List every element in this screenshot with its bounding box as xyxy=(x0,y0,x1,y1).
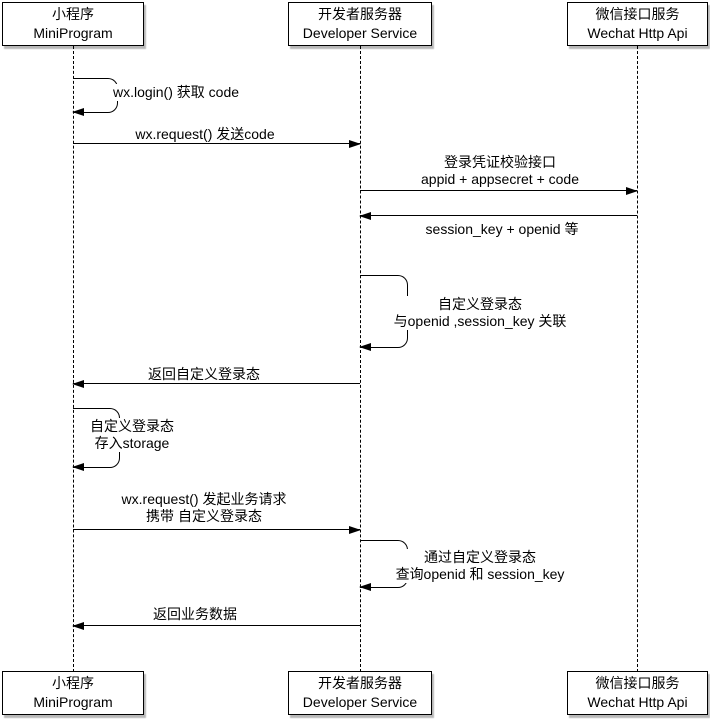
message-text: 存入storage xyxy=(94,435,170,451)
message-text: 自定义登录态 xyxy=(90,418,174,434)
message-text: 返回业务数据 xyxy=(153,606,237,622)
message-custom-state-label: 自定义登录态 与openid ,session_key 关联 xyxy=(391,296,569,330)
arrowhead-left-icon xyxy=(72,622,84,630)
message-verify-api-arrow xyxy=(360,187,638,195)
message-text: appid + appsecret + code xyxy=(420,171,580,187)
message-text: wx.login() 获取 code xyxy=(112,84,240,100)
arrowhead-right-icon xyxy=(349,526,361,534)
message-biz-request-label: wx.request() 发起业务请求 携带 自定义登录态 xyxy=(119,491,289,525)
message-session-key-arrow xyxy=(359,212,637,220)
actor-name-en: MiniProgram xyxy=(33,25,113,41)
message-verify-api-label: 登录凭证校验接口 appid + appsecret + code xyxy=(418,154,582,188)
actor-wechat-api-bottom: 微信接口服务 Wechat Http Api xyxy=(567,671,708,715)
message-text: wx.request() 发起业务请求 xyxy=(121,491,287,507)
message-text: wx.request() 发送code xyxy=(135,126,275,142)
actor-miniprogram-top: 小程序 MiniProgram xyxy=(2,2,144,46)
actor-name-en: Wechat Http Api xyxy=(587,694,688,710)
actor-miniprogram-bottom: 小程序 MiniProgram xyxy=(2,671,144,715)
message-text: 携带 自定义登录态 xyxy=(146,508,262,524)
actor-name-zh: 小程序 xyxy=(52,675,94,691)
message-store-state-label: 自定义登录态 存入storage xyxy=(88,418,176,452)
actor-name-zh: 小程序 xyxy=(52,6,94,22)
actor-name-zh: 开发者服务器 xyxy=(318,6,402,22)
actor-name-zh: 微信接口服务 xyxy=(595,675,680,691)
actor-name-en: Developer Service xyxy=(302,694,418,710)
actor-developer-service-top: 开发者服务器 Developer Service xyxy=(288,2,432,46)
actor-name-en: Developer Service xyxy=(302,25,418,41)
arrowhead-right-icon xyxy=(349,140,361,148)
message-text: 通过自定义登录态 xyxy=(424,549,536,565)
message-text: 自定义登录态 xyxy=(437,296,522,312)
actor-name-en: MiniProgram xyxy=(33,694,113,710)
message-query-state-label: 通过自定义登录态 查询openid 和 session_key xyxy=(393,549,567,583)
message-send-code-arrow xyxy=(73,140,361,148)
message-text: 登录凭证校验接口 xyxy=(443,154,556,170)
message-send-code-label: wx.request() 发送code xyxy=(133,126,277,143)
actor-name-zh: 微信接口服务 xyxy=(595,6,680,22)
arrowhead-left-icon xyxy=(359,212,371,220)
message-biz-request-arrow xyxy=(73,526,361,534)
message-text: 返回自定义登录态 xyxy=(148,366,260,382)
message-session-key-label: session_key + openid 等 xyxy=(423,221,581,238)
arrowhead-left-icon xyxy=(359,343,371,351)
lifeline-developer-service xyxy=(360,46,361,672)
message-return-data-arrow xyxy=(72,622,360,630)
actor-name-en: Wechat Http Api xyxy=(587,25,688,41)
arrowhead-left-icon xyxy=(72,108,84,116)
message-text: session_key + openid 等 xyxy=(425,221,579,237)
message-login-code-label: wx.login() 获取 code xyxy=(110,84,242,101)
message-return-state-arrow xyxy=(72,380,360,388)
actor-developer-service-bottom: 开发者服务器 Developer Service xyxy=(288,671,432,715)
message-text: 查询openid 和 session_key xyxy=(395,566,565,582)
arrowhead-left-icon xyxy=(72,380,84,388)
actor-wechat-api-top: 微信接口服务 Wechat Http Api xyxy=(567,2,708,46)
message-return-data-label: 返回业务数据 xyxy=(151,606,239,623)
arrowhead-left-icon xyxy=(359,583,371,591)
arrowhead-right-icon xyxy=(626,187,638,195)
arrowhead-left-icon xyxy=(72,463,84,471)
message-text: 与openid ,session_key 关联 xyxy=(393,313,567,329)
actor-name-zh: 开发者服务器 xyxy=(318,675,402,691)
message-return-state-label: 返回自定义登录态 xyxy=(146,366,262,383)
lifeline-miniprogram xyxy=(73,46,74,672)
lifeline-wechat-api xyxy=(637,46,638,672)
